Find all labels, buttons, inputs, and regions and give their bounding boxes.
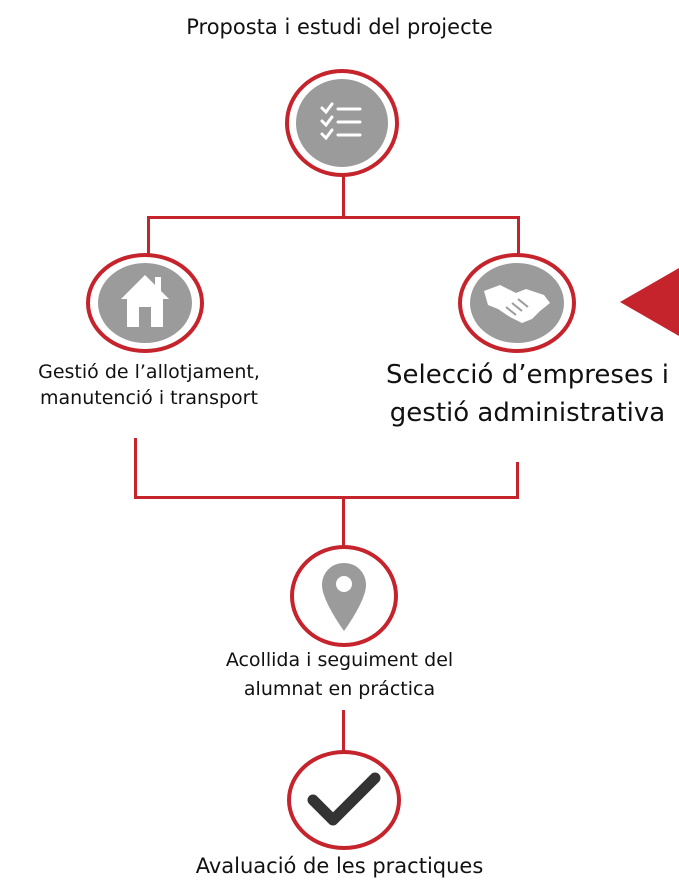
handshake-icon — [484, 285, 550, 323]
step-label-lodging: Gestió de l’allotjament, manutenció i tr… — [4, 360, 294, 411]
step-label-line: manutenció i transport — [40, 386, 258, 409]
step-node-companies — [458, 253, 576, 353]
step-label-line: Acollida i seguiment del — [225, 649, 454, 671]
connector-mid-horizontal — [134, 496, 519, 499]
step-node-followup — [290, 545, 398, 647]
checkmark-icon — [307, 772, 381, 826]
map-pin-icon — [322, 563, 366, 631]
checklist-icon — [320, 102, 362, 141]
connector-left-down — [147, 216, 150, 256]
connector-mid-vertical — [342, 496, 345, 546]
step-node-lodging — [86, 253, 204, 353]
step-label-evaluation: Avaluació de les practiques — [0, 852, 679, 880]
step-node-proposal — [285, 69, 399, 177]
step-node-evaluation — [287, 750, 401, 850]
connector-top-horizontal — [147, 216, 520, 219]
step-label-line: Avaluació de les practiques — [195, 854, 484, 878]
home-icon — [121, 275, 169, 327]
step-label-proposal: Proposta i estudi del projecte — [0, 13, 679, 41]
step-label-followup: Acollida i seguiment del alumnat en prác… — [0, 646, 679, 705]
step-label-line: Gestió de l’allotjament, — [38, 361, 260, 383]
connector-left-up — [134, 438, 137, 498]
step-label-line: gestió administrativa — [389, 397, 666, 428]
connector-right-down — [517, 216, 520, 256]
connector-bottom-vertical — [342, 710, 345, 752]
step-label-line: Proposta i estudi del projecte — [186, 15, 493, 39]
step-label-line: Selecció d’empreses i — [386, 360, 669, 390]
node-ring — [287, 750, 401, 850]
connector-right-up — [516, 462, 519, 498]
step-label-companies: Selecció d’empreses i gestió administrat… — [376, 357, 679, 432]
arrow-left-icon — [620, 268, 679, 336]
step-label-line: alumnat en práctica — [243, 678, 436, 701]
connector-top-vertical — [342, 174, 345, 218]
